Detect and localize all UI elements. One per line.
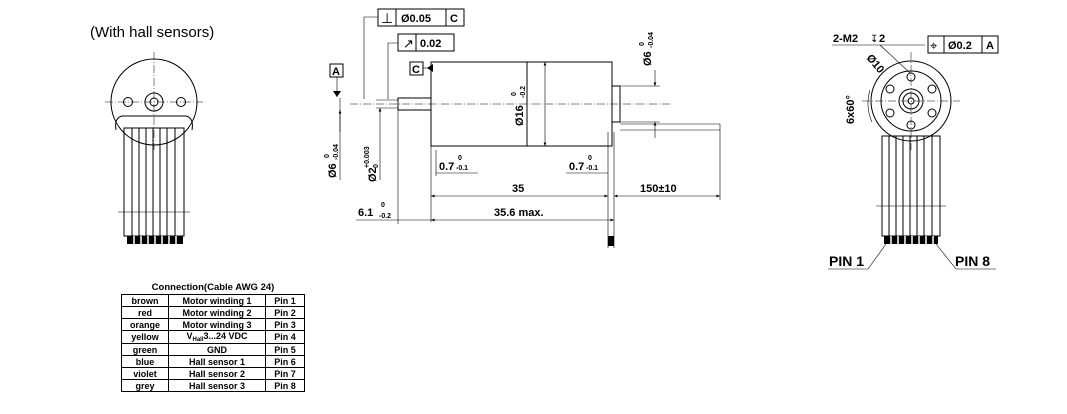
svg-text:0: 0 [381, 202, 385, 209]
cable-length-label: 150±10 [640, 183, 677, 195]
svg-text:Ø16: Ø16 [514, 105, 526, 126]
wire-color: orange [121, 318, 169, 331]
svg-text:0: 0 [639, 42, 646, 46]
wire-function: Motor winding 1 [168, 294, 266, 307]
datum-a-label: A [332, 66, 340, 78]
wire-pin: Pin 4 [265, 330, 305, 344]
left-cable-bundle [118, 127, 190, 244]
position-symbol: ⌖ [930, 38, 938, 53]
shaft-small-diameter-label: Ø2 +0.003 0 [364, 146, 380, 182]
connection-table: Connection(Cable AWG 24) brown Motor win… [121, 281, 305, 392]
wire-color: violet [121, 367, 169, 380]
shaft-main-diameter-label: Ø6 0 -0.04 [324, 144, 340, 178]
wire-color: green [121, 343, 169, 356]
datum-c-label: C [412, 64, 420, 76]
svg-text:0.7: 0.7 [439, 161, 454, 173]
depth-symbol: ↧ [870, 34, 878, 45]
pin-first-label: PIN 1 [829, 253, 864, 269]
wire-function: Motor winding 3 [168, 318, 266, 331]
wire-pin: Pin 7 [265, 367, 305, 380]
svg-text:0: 0 [511, 92, 518, 96]
svg-text:-0.04: -0.04 [648, 32, 655, 48]
table-row: brown Motor winding 1 Pin 1 [121, 294, 305, 307]
length-35-label: 35 [512, 183, 524, 195]
svg-text:Ø6: Ø6 [327, 163, 339, 178]
thread-label: 2-M2 [833, 33, 858, 45]
table-row: green GND Pin 5 [121, 343, 305, 356]
svg-text:0: 0 [324, 154, 331, 158]
svg-text:Ø2: Ø2 [367, 167, 379, 182]
wire-color: yellow [121, 330, 169, 344]
angle-label: 6x60° [845, 95, 857, 124]
wire-pin: Pin 1 [265, 294, 305, 307]
svg-text:0.02: 0.02 [420, 38, 441, 50]
pin-last-label: PIN 8 [955, 253, 990, 269]
rear-diameter-label: Ø6 0 -0.04 [639, 32, 655, 66]
svg-text:0: 0 [373, 164, 380, 168]
perpendicularity-frame: ⊥ Ø0.05 C [377, 8, 465, 27]
wire-pin: Pin 5 [265, 343, 305, 356]
connection-grid: brown Motor winding 1 Pin 1 red Motor wi… [121, 294, 305, 392]
chamfer-front-label: 0.7 0 -0.1 [439, 155, 468, 173]
runout-frame: ↗ 0.02 [397, 33, 455, 52]
thread-depth-label: 2 [879, 33, 885, 45]
svg-text:+0.003: +0.003 [364, 146, 371, 168]
svg-text:0.7: 0.7 [569, 161, 584, 173]
wire-pin: Pin 8 [265, 379, 305, 392]
chamfer-rear-label: 0.7 0 -0.1 [569, 155, 598, 173]
perpendicularity-symbol: ⊥ [381, 10, 393, 26]
wire-color: grey [121, 379, 169, 392]
wire-function: Motor winding 2 [168, 306, 266, 319]
svg-text:6x60°: 6x60° [845, 95, 857, 124]
wire-color: red [121, 306, 169, 319]
wire-pin: Pin 2 [265, 306, 305, 319]
connection-caption: Connection(Cable AWG 24) [151, 282, 275, 293]
wire-pin: Pin 6 [265, 355, 305, 368]
svg-text:Ø6: Ø6 [642, 51, 654, 66]
svg-text:-0.04: -0.04 [333, 144, 340, 160]
wire-function: VHall3...24 VDC [168, 330, 266, 344]
table-row: orange Motor winding 3 Pin 3 [121, 318, 305, 331]
wire-color: brown [121, 294, 169, 307]
table-row: red Motor winding 2 Pin 2 [121, 306, 305, 319]
table-row: violet Hall sensor 2 Pin 7 [121, 367, 305, 380]
svg-text:A: A [986, 40, 994, 52]
svg-text:-0.2: -0.2 [379, 213, 391, 220]
svg-text:0: 0 [458, 155, 462, 162]
right-end-view: 2-M2 ↧ 2 ⌖ Ø0.2 A Ø10 6x60° [828, 33, 999, 270]
wire-function: GND [168, 343, 266, 356]
position-frame: ⌖ Ø0.2 A [927, 35, 999, 54]
variant-label: (With hall sensors) [90, 24, 214, 41]
runout-symbol: ↗ [403, 36, 414, 51]
svg-text:-0.1: -0.1 [586, 165, 598, 172]
svg-text:Ø0.2: Ø0.2 [948, 40, 972, 52]
svg-text:0: 0 [588, 155, 592, 162]
svg-text:-0.1: -0.1 [456, 165, 468, 172]
svg-text:C: C [450, 13, 458, 25]
side-view: ⊥ Ø0.05 C ↗ 0.02 A C [324, 8, 721, 248]
svg-text:-0.2: -0.2 [520, 86, 527, 98]
table-row: yellow VHall3...24 VDC Pin 4 [121, 330, 305, 344]
wire-function: Hall sensor 3 [168, 379, 266, 392]
wire-pin: Pin 3 [265, 318, 305, 331]
wire-function: Hall sensor 2 [168, 367, 266, 380]
svg-text:6.1: 6.1 [358, 207, 373, 219]
shaft-length-label: 6.1 0 -0.2 [358, 202, 391, 220]
body-diameter-label: Ø16 0 -0.2 [511, 86, 527, 126]
table-row: blue Hall sensor 1 Pin 6 [121, 355, 305, 368]
right-cable-bundle [876, 135, 946, 244]
length-max-label: 35.6 max. [494, 207, 544, 219]
left-end-view: (With hall sensors) [90, 24, 214, 244]
wire-function: Hall sensor 1 [168, 355, 266, 368]
svg-text:Ø0.05: Ø0.05 [401, 13, 431, 25]
table-row: grey Hall sensor 3 Pin 8 [121, 379, 305, 392]
wire-color: blue [121, 355, 169, 368]
